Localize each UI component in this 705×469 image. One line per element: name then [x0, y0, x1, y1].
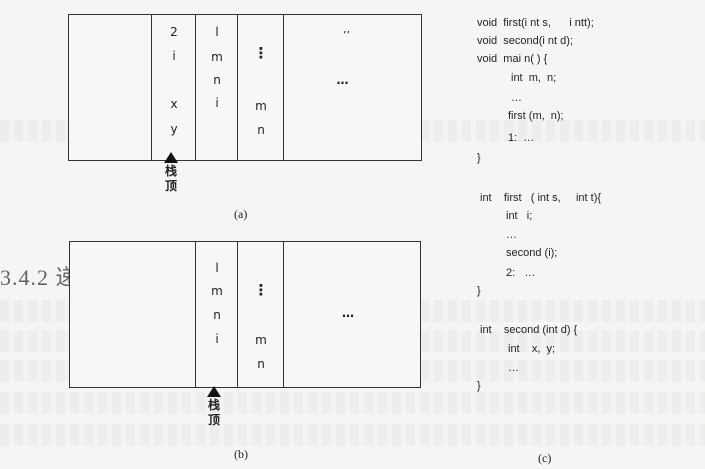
stack-cell-a3: l m n i	[195, 15, 238, 160]
code-line: void second(i nt d);	[477, 35, 573, 47]
code-line: int first ( int s, int t){	[480, 192, 602, 204]
code-line: 1: …	[508, 132, 535, 144]
code-line: first (m, n);	[508, 110, 564, 122]
vertical-ellipsis: ⋮	[253, 44, 269, 62]
stack-cell-a2: 2 i x y	[151, 15, 196, 160]
cell-value: n	[213, 73, 221, 87]
caption-c: (c)	[538, 451, 552, 465]
stack-cell-a4: ⋮ m n	[237, 15, 284, 160]
code-line: …	[511, 92, 522, 104]
code-line: second (i);	[506, 247, 558, 259]
marker-char: 顶	[207, 413, 220, 427]
cell-value: y	[170, 122, 178, 136]
stack-diagram-b: l m n i ⋮ m n …	[69, 241, 421, 388]
cell-mark: ’’	[343, 29, 350, 42]
background-ghost-text	[0, 392, 705, 414]
stack-cell-b5: …	[283, 242, 420, 387]
triangle-up-icon	[207, 386, 221, 397]
cell-value: m	[255, 99, 267, 113]
cell-value: l	[215, 261, 219, 275]
caption-a: (a)	[234, 207, 248, 221]
cell-value: m	[255, 333, 267, 347]
stack-top-marker-b: 栈 顶	[203, 386, 225, 428]
cell-value: x	[170, 97, 178, 111]
cell-value: 2	[170, 25, 178, 39]
stack-cell-b3: l m n i	[195, 242, 238, 387]
code-line: …	[506, 229, 517, 241]
cell-value: i	[215, 96, 219, 110]
code-line: 2: …	[506, 267, 536, 279]
cell-value: n	[213, 308, 221, 322]
cell-value: m	[211, 50, 223, 64]
triangle-up-icon	[164, 152, 178, 163]
marker-char: 顶	[164, 179, 177, 193]
code-line: }	[477, 285, 481, 297]
cell-value: i	[172, 49, 176, 63]
code-line: }	[477, 380, 481, 392]
stack-cell-b4: ⋮ m n	[237, 242, 284, 387]
cell-value: l	[215, 25, 219, 39]
cell-value: m	[211, 284, 223, 298]
code-line: }	[477, 152, 481, 164]
cell-ellipsis: …	[342, 306, 354, 320]
stack-cell-a5: ’’ …	[283, 15, 421, 160]
vertical-ellipsis: ⋮	[253, 281, 269, 299]
marker-char: 栈	[164, 164, 177, 178]
code-line: …	[508, 362, 519, 374]
code-line: void mai n( ) {	[477, 53, 548, 65]
background-ghost-text	[0, 424, 705, 446]
marker-char: 栈	[207, 398, 220, 412]
cell-ellipsis: …	[336, 73, 349, 87]
caption-b: (b)	[234, 447, 248, 461]
code-line: int m, n;	[511, 72, 557, 84]
code-line: void first(i nt s, i ntt);	[477, 17, 594, 29]
cell-value: n	[257, 357, 265, 371]
cell-value: n	[257, 123, 265, 137]
stack-top-marker-a: 栈 顶	[160, 152, 182, 194]
stack-diagram-a: 2 i x y l m n i ⋮ m n ’’ …	[68, 14, 422, 161]
code-line: int second (int d) {	[480, 324, 578, 336]
code-line: int i;	[506, 210, 533, 222]
cell-value: i	[215, 332, 219, 346]
code-line: int x, y;	[508, 343, 556, 355]
